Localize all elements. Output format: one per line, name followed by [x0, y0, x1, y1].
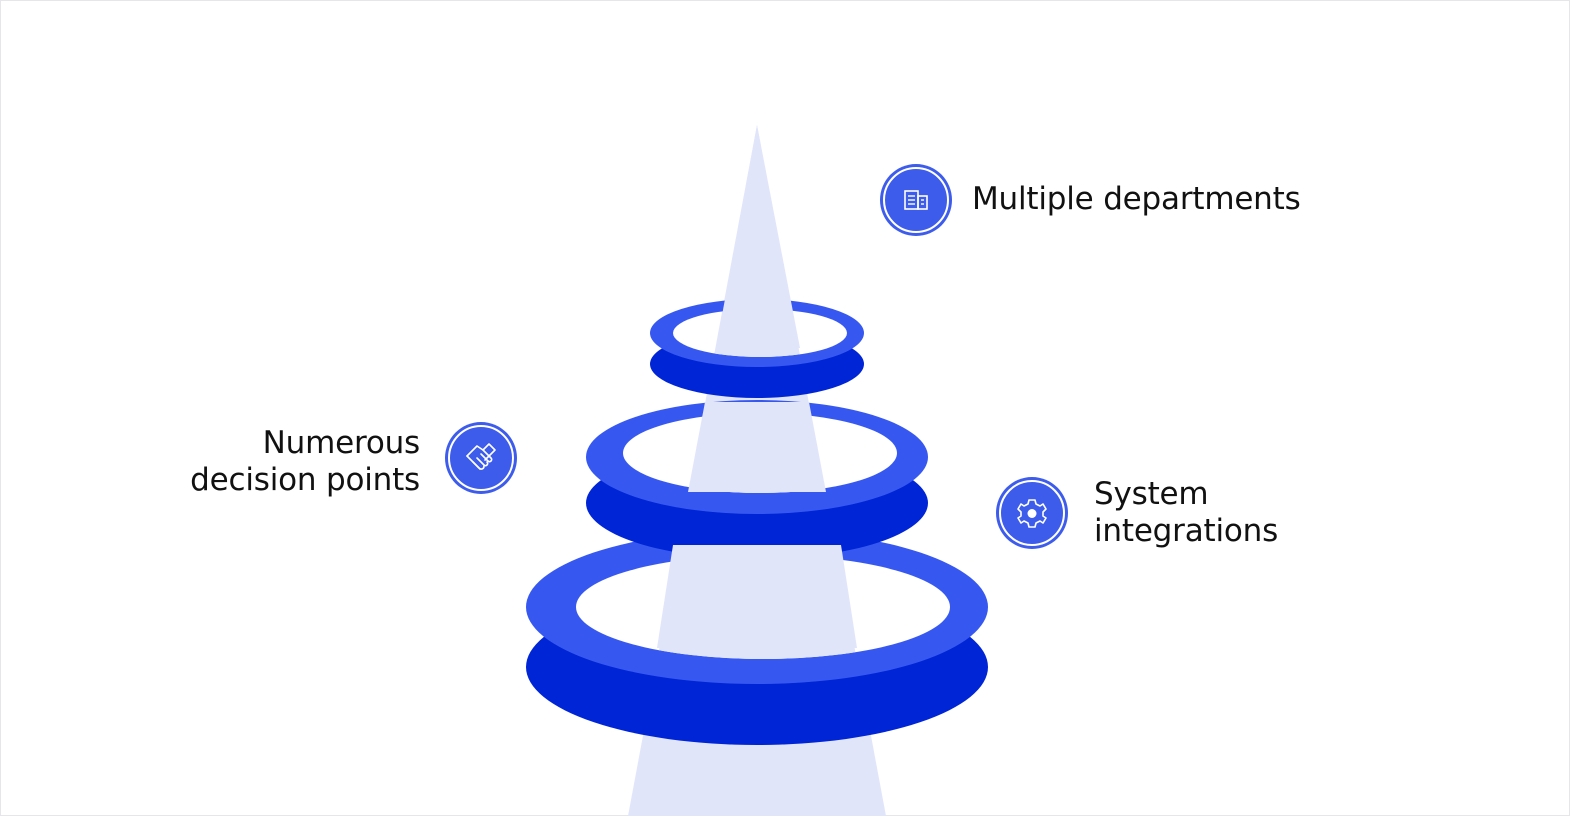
- label-decision-points: Numerous decision points: [190, 425, 420, 499]
- ring-small: [650, 299, 864, 398]
- label-multiple-departments: Multiple departments: [972, 181, 1301, 218]
- label-system-integrations: System integrations: [1094, 476, 1278, 550]
- handshake-icon: [445, 422, 517, 494]
- label-line: Numerous: [262, 425, 421, 461]
- label-line: System: [1094, 476, 1209, 512]
- beam-front-bottom: [657, 545, 857, 648]
- beam-front-middle: [688, 402, 826, 492]
- building-icon: [880, 164, 952, 236]
- label-line: decision points: [190, 462, 420, 498]
- label-line: integrations: [1094, 513, 1279, 549]
- label-line: Multiple departments: [972, 181, 1301, 217]
- gear-icon: [996, 477, 1068, 549]
- beam-front-top: [716, 125, 800, 348]
